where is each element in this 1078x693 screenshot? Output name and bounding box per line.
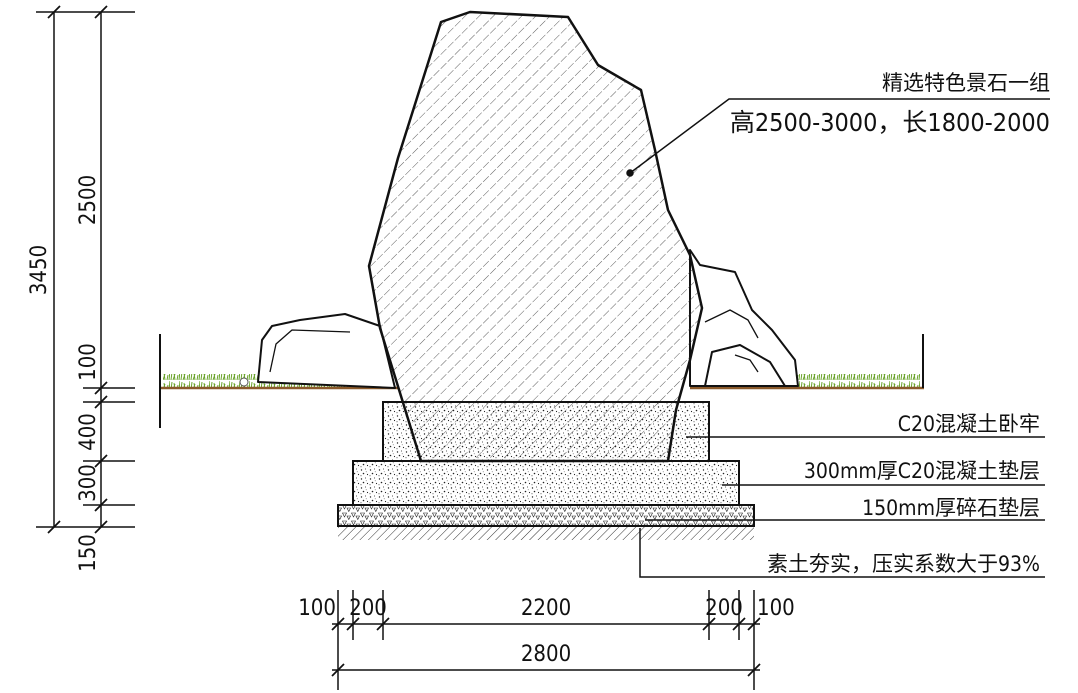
dim-h-a: 100 xyxy=(298,596,336,621)
dim-h-e: 100 xyxy=(757,596,795,621)
label-stone-size: 高2500-3000，长1800-2000 xyxy=(730,108,1050,137)
annotations: 精选特色景石一组 高2500-3000，长1800-2000 C20混凝土卧牢 … xyxy=(730,71,1050,576)
dim-h-c: 2200 xyxy=(521,596,571,621)
label-stone-name: 精选特色景石一组 xyxy=(882,71,1050,95)
pebble xyxy=(239,377,249,387)
dim-h-b: 200 xyxy=(349,596,387,621)
small-stone-right-line xyxy=(704,309,759,339)
dim-v-total: 3450 xyxy=(27,245,52,295)
vertical-dimension-texts: 3450 2500 100 400 300 150 xyxy=(27,175,101,572)
small-stone-right-lower-line xyxy=(734,354,759,373)
dim-h-total: 2800 xyxy=(521,642,571,667)
dim-v-a: 100 xyxy=(76,343,101,381)
gravel-cushion-layer xyxy=(337,504,755,527)
concrete-cushion-layer xyxy=(352,460,740,506)
small-stone-left xyxy=(257,313,396,389)
dim-h-d: 200 xyxy=(705,596,743,621)
feature-stone-outline xyxy=(367,10,704,463)
horizontal-dimensions xyxy=(331,590,761,690)
small-stone-left-line xyxy=(269,329,351,373)
v-ticks xyxy=(47,5,108,534)
label-soil: 素土夯实，压实系数大于93% xyxy=(767,552,1040,576)
dim-v-b: 400 xyxy=(76,413,101,451)
small-stone-right-lower xyxy=(704,344,786,387)
horizontal-dimension-texts: 100 200 2200 200 100 2800 xyxy=(298,596,795,667)
background-stones xyxy=(257,249,799,389)
vertical-dimensions xyxy=(36,5,135,534)
soil-compaction-layer xyxy=(338,526,754,540)
dim-v-c: 300 xyxy=(76,464,101,502)
leader-lines xyxy=(626,98,1050,578)
label-concrete-cushion: 300mm厚C20混凝土垫层 xyxy=(804,459,1040,483)
h-ticks xyxy=(331,617,761,677)
feature-stone xyxy=(367,10,704,463)
leader-stone-dot xyxy=(626,169,634,177)
leader-stone xyxy=(629,98,1050,174)
dim-v-d: 150 xyxy=(76,534,101,572)
leader-soil xyxy=(639,528,1045,578)
label-bedding: C20混凝土卧牢 xyxy=(898,412,1040,436)
label-gravel-cushion: 150mm厚碎石垫层 xyxy=(862,496,1040,520)
dim-v-stone: 2500 xyxy=(76,175,101,225)
